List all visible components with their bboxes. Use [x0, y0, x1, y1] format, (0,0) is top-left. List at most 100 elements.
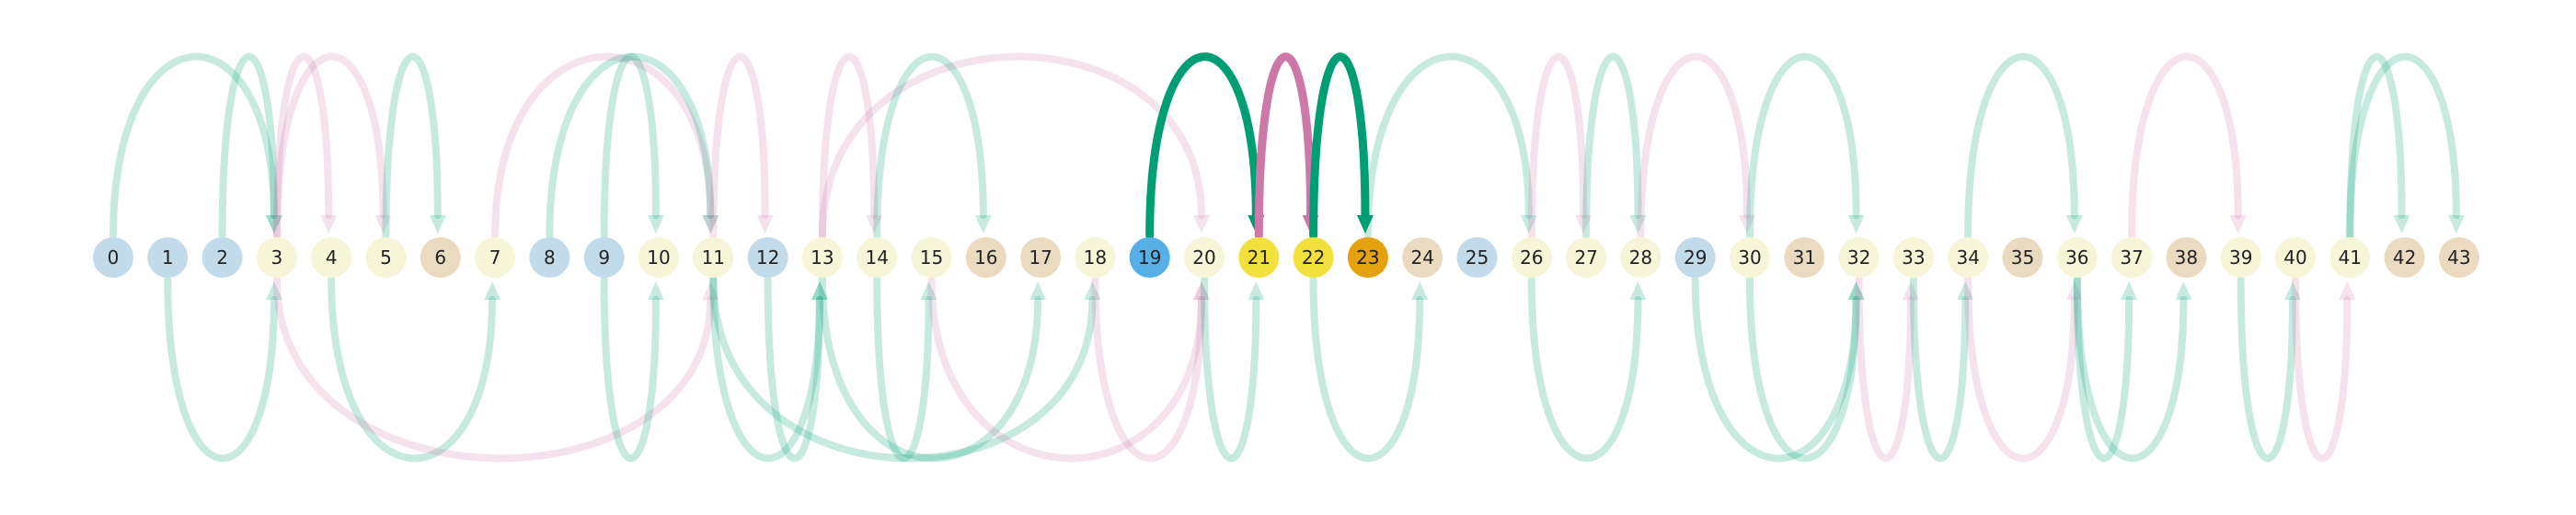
- edge-arrowhead: [2065, 281, 2083, 300]
- node-22: 22: [1293, 237, 1334, 278]
- node-26: 26: [1511, 237, 1552, 278]
- edge-4-7: [328, 276, 501, 463]
- node-circle: [256, 237, 297, 278]
- node-circle: [1129, 237, 1170, 278]
- node-7: 7: [475, 237, 516, 278]
- edge-arrowhead: [702, 215, 719, 234]
- node-circle: [693, 237, 734, 278]
- node-label: 0: [108, 246, 120, 269]
- edge-12-13: [764, 276, 828, 463]
- node-circle: [529, 237, 570, 278]
- edge-arrowhead: [429, 215, 446, 234]
- edge-line: [2346, 52, 2406, 239]
- edge-line: [927, 276, 1205, 463]
- edge-line: [2292, 276, 2352, 463]
- node-label: 43: [2447, 246, 2470, 269]
- edge-14-16: [873, 52, 992, 239]
- node-label: 19: [1138, 246, 1161, 269]
- edge-line: [328, 276, 497, 463]
- edge-15-20: [927, 276, 1210, 463]
- edge-line: [1637, 52, 1751, 239]
- node-circle: [2329, 237, 2371, 278]
- edge-line: [1201, 276, 1260, 463]
- edge-arrowhead: [1739, 215, 1755, 234]
- node-12: 12: [747, 237, 788, 278]
- node-label: 30: [1738, 246, 1761, 269]
- node-label: 2: [216, 246, 228, 269]
- node-40: 40: [2275, 237, 2316, 278]
- edge-30-32: [1746, 276, 1865, 463]
- edge-36-37: [2073, 276, 2138, 463]
- edge-arrowhead: [1411, 281, 1429, 300]
- node-label: 41: [2339, 246, 2362, 269]
- edge-arrowhead: [1847, 215, 1865, 234]
- edge-29-32: [1691, 276, 1865, 463]
- edge-34-36: [1964, 276, 2083, 463]
- edge-line: [818, 52, 879, 239]
- node-2: 2: [201, 237, 243, 278]
- edge-arrowhead: [2284, 281, 2301, 300]
- node-label: 37: [2120, 246, 2143, 269]
- edge-line: [1309, 52, 1370, 240]
- edge-arrowhead: [374, 215, 392, 234]
- node-label: 4: [326, 246, 338, 269]
- node-label: 17: [1029, 246, 1052, 269]
- edge-22-23: [1309, 52, 1374, 240]
- edge-41-43: [2346, 52, 2465, 239]
- node-42: 42: [2384, 237, 2425, 278]
- node-circle: [420, 237, 461, 278]
- edge-40-41: [2292, 276, 2356, 463]
- node-label: 12: [756, 246, 779, 269]
- edge-arrowhead: [1356, 215, 1374, 234]
- node-20: 20: [1184, 237, 1225, 278]
- edge-line: [600, 52, 660, 239]
- edge-arrowhead: [2447, 215, 2465, 234]
- node-circle: [311, 237, 352, 278]
- edge-arrowhead: [2229, 215, 2247, 234]
- edge-line: [873, 276, 933, 463]
- node-label: 32: [1847, 246, 1870, 269]
- edge-arrowhead: [702, 281, 719, 300]
- edge-8-11: [546, 52, 719, 239]
- edge-line: [1527, 52, 1588, 239]
- edge-line: [709, 276, 1097, 463]
- edge-line: [2128, 52, 2242, 239]
- edge-arrowhead: [1847, 281, 1865, 300]
- node-23: 23: [1347, 237, 1388, 278]
- edge-arrowhead: [1248, 281, 1265, 300]
- highlighted-edges-layer: [1145, 52, 1374, 240]
- edge-arrowhead: [265, 281, 282, 300]
- node-label: 28: [1629, 246, 1652, 269]
- node-circle: [1892, 237, 1934, 278]
- node-circle: [2275, 237, 2316, 278]
- node-circle: [1511, 237, 1552, 278]
- node-circle: [1838, 237, 1880, 278]
- node-circle: [1948, 237, 1989, 278]
- edge-41-42: [2346, 52, 2410, 239]
- edge-23-26: [1363, 52, 1537, 239]
- node-29: 29: [1674, 237, 1716, 278]
- node-31: 31: [1784, 237, 1825, 278]
- edge-line: [1964, 52, 2078, 239]
- edge-line: [382, 52, 442, 239]
- node-28: 28: [1620, 237, 1662, 278]
- edge-22-24: [1309, 276, 1429, 463]
- node-label: 13: [811, 246, 834, 269]
- edge-arrowhead: [1575, 215, 1593, 234]
- node-label: 14: [865, 246, 888, 269]
- node-label: 7: [489, 246, 501, 269]
- edge-line: [818, 276, 1042, 463]
- edge-arrowhead: [265, 215, 282, 234]
- edge-18-20: [1091, 276, 1210, 463]
- edge-arrowhead: [1029, 281, 1047, 300]
- node-circle: [147, 237, 189, 278]
- edge-arrowhead: [2065, 215, 2083, 234]
- edge-line: [1909, 276, 1970, 463]
- edge-arrowhead: [811, 281, 828, 300]
- edge-33-34: [1909, 276, 1974, 463]
- node-24: 24: [1402, 237, 1443, 278]
- node-circle: [2166, 237, 2207, 278]
- edge-line: [709, 52, 769, 239]
- edge-28-30: [1637, 52, 1755, 239]
- node-circle: [1566, 237, 1607, 278]
